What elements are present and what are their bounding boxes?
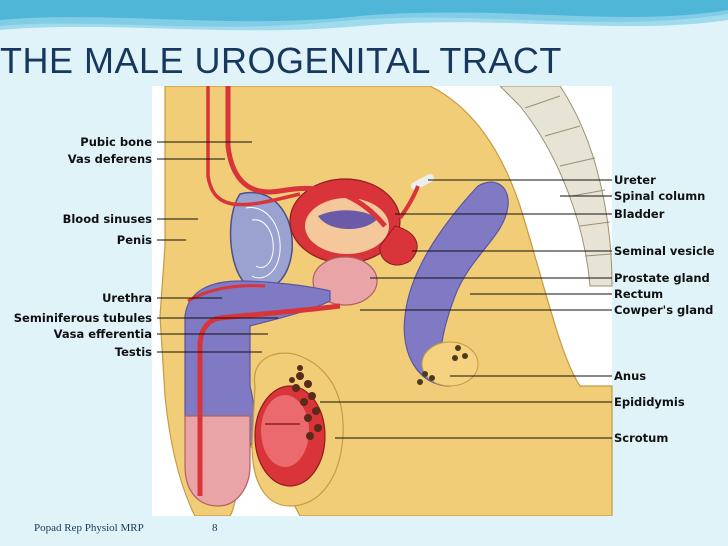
glans xyxy=(184,415,251,507)
spinal-column xyxy=(498,85,613,287)
ureter xyxy=(411,174,434,190)
seminal-vesicle xyxy=(379,225,418,266)
label-cowpers-gland: Cowper's gland xyxy=(614,303,713,317)
label-vas-deferens: Vas deferens xyxy=(68,152,152,166)
page-title: THE MALE UROGENITAL TRACT xyxy=(0,40,562,81)
label-ureter: Ureter xyxy=(614,173,656,187)
label-spinal-column: Spinal column xyxy=(614,189,705,203)
footer-text: Popad Rep Physiol MRP xyxy=(34,522,144,534)
label-pubic-bone: Pubic bone xyxy=(80,135,152,149)
label-urethra: Urethra xyxy=(102,291,152,305)
label-vasa-efferentia: Vasa efferentia xyxy=(54,327,152,341)
label-scrotum: Scrotum xyxy=(614,431,668,445)
header-wave xyxy=(0,0,728,40)
vas-deferens xyxy=(225,86,387,228)
page-number: 8 xyxy=(212,522,218,534)
anus-tissue xyxy=(421,341,479,387)
label-bladder: Bladder xyxy=(614,207,665,221)
urogenital-diagram: Pubic bone Vas deferens Blood sinuses Pe… xyxy=(0,85,728,517)
label-prostate-gland: Prostate gland xyxy=(614,271,710,285)
label-seminiferous-tubules: Seminiferous tubules xyxy=(14,311,152,325)
label-testis: Testis xyxy=(115,345,152,359)
label-seminal-vesicle: Seminal vesicle xyxy=(614,244,715,258)
label-rectum: Rectum xyxy=(614,287,663,301)
label-anus: Anus xyxy=(614,369,646,383)
anatomy-illustration: Pubic bone Vas deferens Blood sinuses Pe… xyxy=(14,85,715,517)
label-penis: Penis xyxy=(117,233,152,247)
label-epididymis: Epididymis xyxy=(614,395,685,409)
label-blood-sinuses: Blood sinuses xyxy=(63,212,153,226)
